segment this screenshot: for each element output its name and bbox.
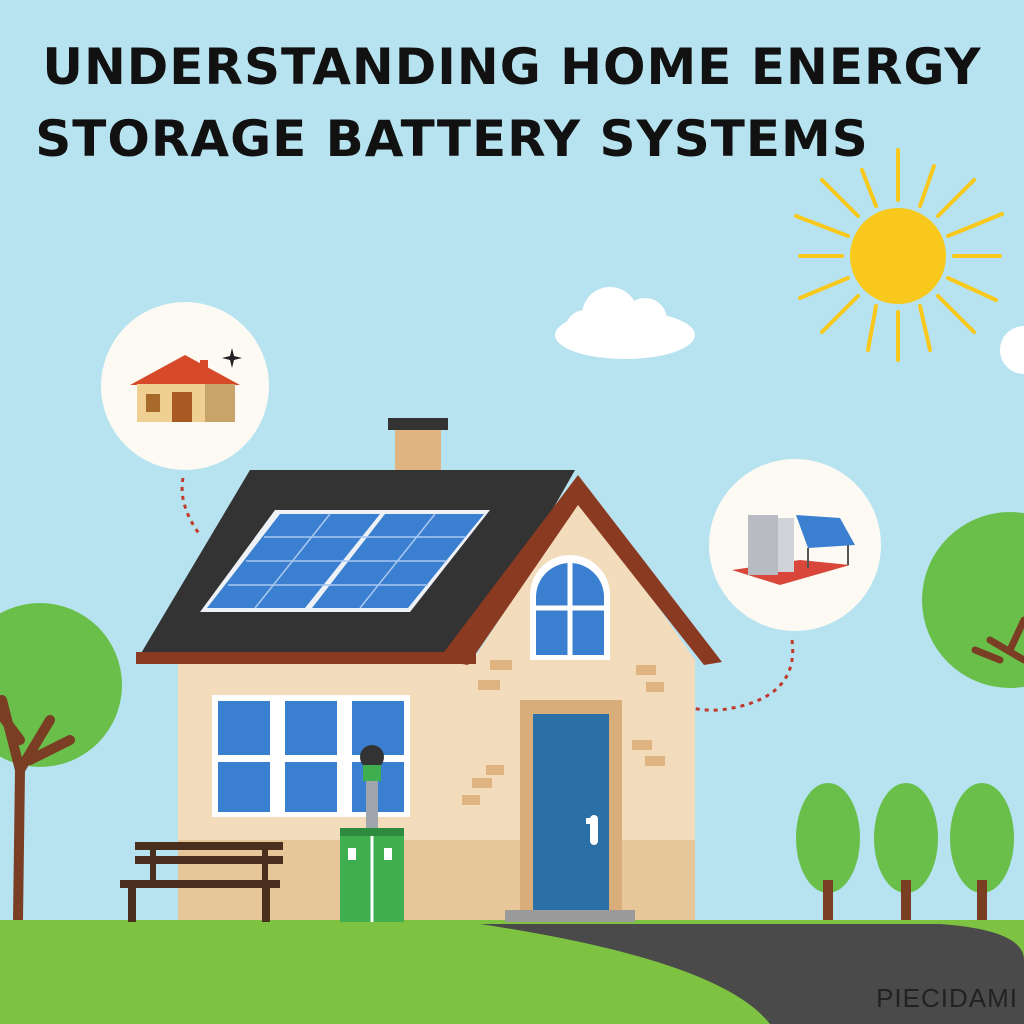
- sun-icon: [794, 148, 1004, 362]
- battery-solar-unit-icon: [732, 515, 855, 585]
- arched-window: [530, 555, 610, 660]
- title-line-1: UNDERSTANDING HOME ENERGY: [42, 38, 982, 96]
- cloud-icon: [555, 287, 695, 359]
- window-left: [212, 695, 410, 817]
- tree-icon: [922, 512, 1024, 688]
- house-bubble: [101, 302, 269, 470]
- solar-panel-icon: [200, 510, 490, 612]
- tree-icon: [874, 783, 938, 922]
- house-icon: [130, 355, 240, 422]
- house: [136, 418, 722, 922]
- tree-icon: [0, 603, 122, 925]
- dotted-arrow-left: [180, 477, 202, 536]
- ground: [0, 920, 1024, 1024]
- title-line-2: STORAGE BATTERY SYSTEMS: [35, 110, 869, 168]
- sparkle-icon: [222, 348, 242, 368]
- watermark-text: PIECIDAMI: [876, 983, 1018, 1013]
- front-door: [505, 700, 635, 922]
- tree-icon: [950, 783, 1014, 922]
- wall-bricks: [462, 660, 665, 805]
- cloud-icon: [1000, 326, 1024, 374]
- battery-unit: [340, 745, 404, 922]
- dotted-arrow-right: [658, 639, 795, 712]
- battery-bubble: [709, 459, 881, 631]
- bench-icon: [120, 842, 283, 922]
- tree-icon: [796, 783, 860, 922]
